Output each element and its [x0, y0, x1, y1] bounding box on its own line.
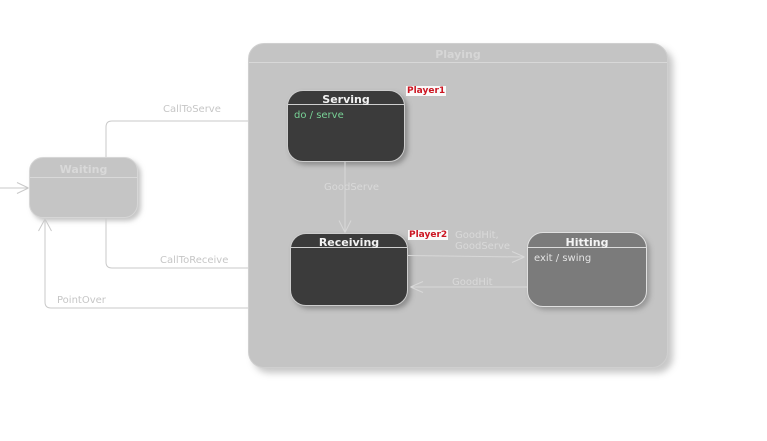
- state-serving-title: Serving: [288, 91, 404, 106]
- transition-label-point-over[interactable]: PointOver: [57, 295, 106, 306]
- state-waiting[interactable]: Waiting: [29, 157, 138, 218]
- transition-call-to-serve[interactable]: [105, 120, 248, 157]
- transition-label-good-serve[interactable]: GoodServe: [324, 182, 380, 193]
- annotation-player2[interactable]: Player2: [408, 230, 449, 240]
- transition-label-good-hit-good-serve[interactable]: GoodHit, GoodServe: [455, 230, 510, 252]
- transition-label-good-hit[interactable]: GoodHit: [452, 277, 493, 288]
- state-playing-title: Playing: [249, 44, 667, 63]
- transition-label-call-to-serve[interactable]: CallToServe: [163, 104, 221, 115]
- annotation-player1[interactable]: Player1: [406, 86, 447, 96]
- state-serving[interactable]: Serving do / serve: [287, 90, 405, 162]
- state-hitting-exit-activity: exit / swing: [534, 253, 592, 264]
- state-serving-do-activity: do / serve: [294, 110, 344, 121]
- state-waiting-title: Waiting: [30, 158, 137, 178]
- transition-label-call-to-receive[interactable]: CallToReceive: [160, 255, 229, 266]
- state-hitting-title: Hitting: [528, 233, 646, 249]
- transition-initial[interactable]: [0, 182, 29, 194]
- transition-label-good-serve-line2: GoodServe: [455, 241, 511, 252]
- transition-label-good-hit-line1: GoodHit,: [455, 230, 499, 241]
- state-receiving[interactable]: Receiving: [290, 233, 408, 306]
- state-receiving-title: Receiving: [291, 234, 407, 249]
- state-hitting[interactable]: Hitting exit / swing: [527, 232, 647, 307]
